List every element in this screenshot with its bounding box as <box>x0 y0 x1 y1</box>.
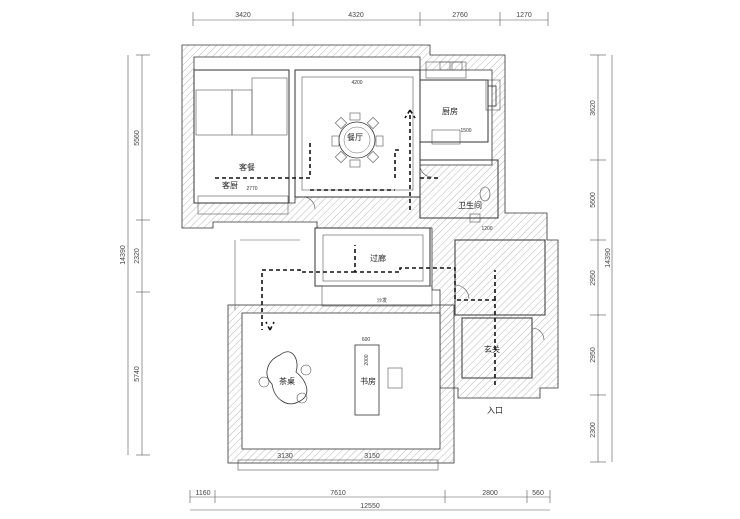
entrance-label: 入口 <box>487 406 503 415</box>
study-desk <box>354 344 403 416</box>
dim-interior-4: 2000 <box>364 354 370 365</box>
room-label-hallway: 过廊 <box>370 253 386 263</box>
dim-bottom-2: 7610 <box>330 490 346 497</box>
dim-interior-6: 1200 <box>481 226 492 232</box>
top-dimension-chain: 3420 4320 2760 1270 <box>192 12 549 26</box>
dim-right-5: 2300 <box>590 422 597 438</box>
kitchen-fixtures <box>439 61 497 107</box>
right-dimension-chain: 3620 5600 2950 2950 2300 14390 <box>590 54 613 463</box>
room-label-kitchen: 厨房 <box>442 106 458 116</box>
room-label-study: 书房 <box>360 376 376 386</box>
exterior-walls <box>181 44 559 464</box>
dim-bottom-1: 1160 <box>195 490 210 497</box>
room-label-bedroom-lower: 客厨 <box>222 180 238 190</box>
left-dimension-chain: 5560 2320 5740 14390 <box>120 54 150 456</box>
interior-walls <box>193 61 546 471</box>
room-label-living: 餐厅 <box>347 133 363 142</box>
dim-left-total: 14390 <box>120 245 127 265</box>
dim-interior-bottom-2: 3150 <box>364 453 380 460</box>
dim-interior-2: 1500 <box>460 128 471 134</box>
dim-interior-5: 2770 <box>246 186 257 192</box>
bathroom-fixtures <box>469 186 491 223</box>
circulation-route <box>215 109 496 385</box>
room-label-bathroom: 卫生间 <box>458 200 482 210</box>
dim-top-1: 3420 <box>235 12 251 19</box>
dim-interior-bottom-1: 3130 <box>277 453 293 460</box>
room-label-sofa: 沙发 <box>377 297 387 304</box>
dim-right-2: 5600 <box>590 192 597 208</box>
interior-dimensions: 4200 1500 600 2000 2770 1200 3130 3150 <box>246 80 492 460</box>
room-label-tea: 茶桌 <box>279 376 295 386</box>
dim-top-2: 4320 <box>348 12 364 19</box>
dim-right-total: 14390 <box>605 248 612 268</box>
dim-left-2: 2320 <box>134 248 141 264</box>
bottom-dimension-chain: 1160 7610 2800 560 12550 <box>189 490 551 511</box>
door-swings <box>302 164 545 341</box>
room-labels: 餐厅 厨房 客餐 客厨 卫生间 过廊 玄关 茶桌 书房 入口 沙发 <box>222 106 503 415</box>
dim-right-1: 3620 <box>590 100 597 116</box>
dining-table <box>331 112 384 168</box>
dim-bottom-4: 560 <box>532 490 544 497</box>
tea-table <box>258 351 312 405</box>
dim-top-4: 1270 <box>516 12 532 19</box>
dim-left-3: 5740 <box>134 366 141 382</box>
room-label-foyer: 玄关 <box>484 344 500 354</box>
dim-interior-1: 4200 <box>351 80 362 86</box>
room-label-bedroom-upper: 客餐 <box>239 162 255 172</box>
dim-top-3: 2760 <box>452 12 468 19</box>
dim-bottom-3: 2800 <box>482 490 498 497</box>
dim-bottom-total: 12550 <box>360 503 380 510</box>
dim-interior-3: 600 <box>362 337 371 343</box>
dim-right-4: 2950 <box>590 347 597 363</box>
dim-right-3: 2950 <box>590 270 597 286</box>
dim-left-1: 5560 <box>134 130 141 146</box>
